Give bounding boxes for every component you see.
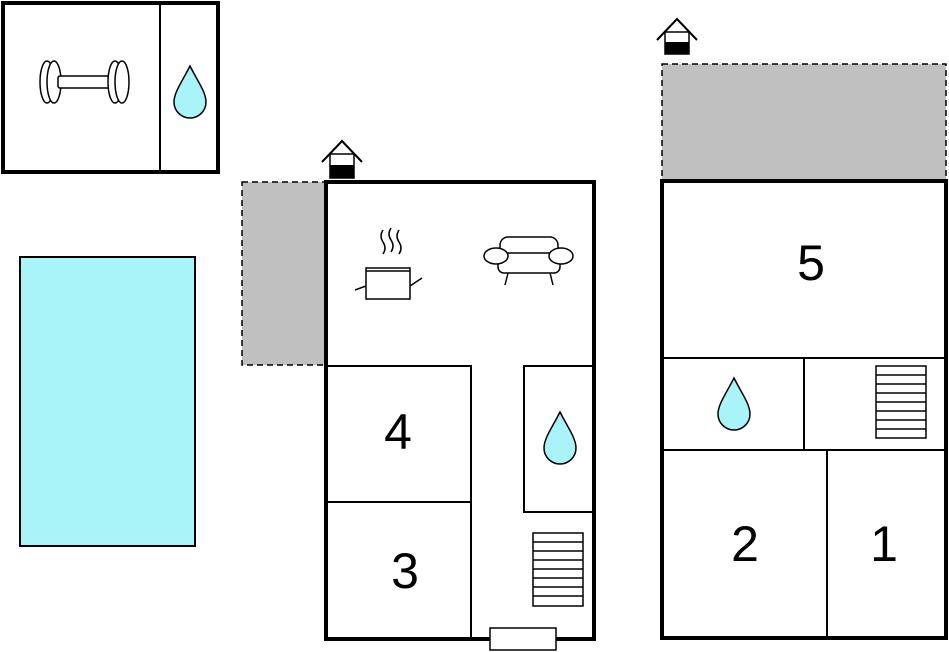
stairs-icon [875, 365, 927, 439]
room-5-number: 5 [797, 235, 825, 291]
room-4-number: 4 [384, 404, 412, 460]
sofa-icon [483, 236, 574, 286]
dumbbell-icon [39, 60, 130, 104]
water-drop-icon [543, 410, 577, 465]
house-entrance-icon [321, 139, 363, 179]
terrace-b [661, 63, 947, 182]
room-3-number: 3 [391, 543, 419, 599]
swimming-pool [19, 256, 196, 547]
bathroom-a [523, 365, 595, 513]
room-1-number: 1 [870, 516, 898, 572]
building-a: 4 3 [241, 139, 596, 651]
annex-building [1, 1, 220, 174]
water-drop-icon [173, 64, 207, 119]
terrace-a [241, 181, 327, 366]
water-drop-icon [717, 376, 751, 431]
stairs-icon [532, 532, 584, 607]
building-b: 5 2 1 [656, 17, 948, 640]
house-entrance-icon [656, 17, 698, 55]
room-2-number: 2 [731, 516, 759, 572]
entrance-door-a [489, 627, 557, 651]
cooking-pot-icon [354, 227, 423, 300]
room-3 [325, 501, 472, 640]
